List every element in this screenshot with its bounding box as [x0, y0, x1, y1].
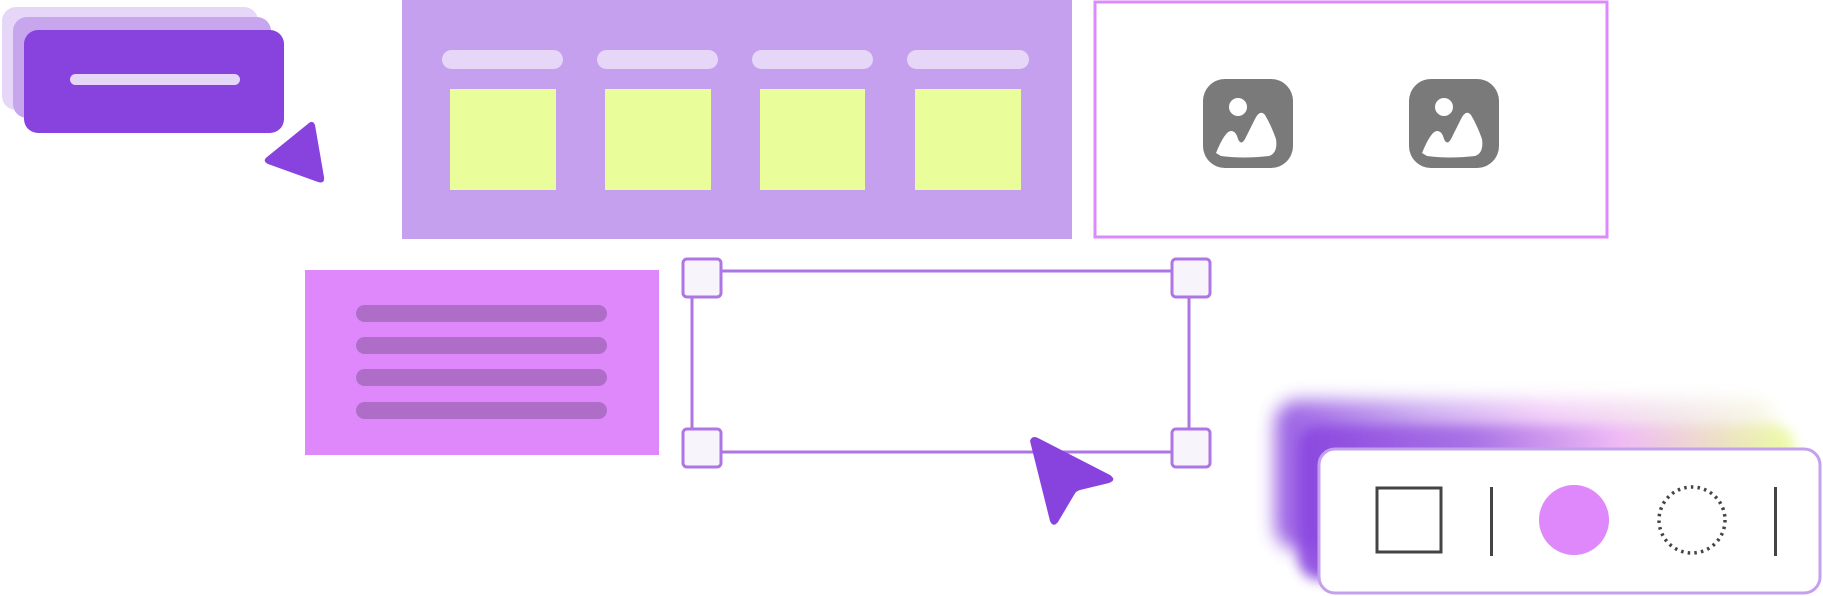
- selection-outline: [690, 269, 1191, 454]
- text-card-background: [305, 270, 659, 455]
- gallery-panel: [402, 0, 1072, 239]
- image-icon[interactable]: [1203, 79, 1293, 168]
- image-icon[interactable]: [1409, 79, 1499, 168]
- resize-handle-top-left[interactable]: [681, 257, 723, 299]
- gallery-caption-bar: [597, 50, 718, 69]
- gallery-tile[interactable]: [450, 89, 556, 190]
- square-tool-icon[interactable]: [1375, 486, 1443, 554]
- text-card: [305, 270, 659, 455]
- cursor-arrow-icon[interactable]: [1030, 437, 1114, 525]
- divider-icon: [1490, 487, 1493, 556]
- resize-handle-bottom-right[interactable]: [1170, 427, 1212, 469]
- gallery-tile[interactable]: [605, 89, 711, 190]
- gallery-caption-bar: [907, 50, 1029, 69]
- gallery-tile[interactable]: [760, 89, 865, 190]
- filled-circle-tool-icon[interactable]: [1539, 485, 1609, 555]
- resize-handle-bottom-left[interactable]: [681, 427, 723, 469]
- speech-bubble-stack: [2, 7, 284, 133]
- cursor-top-shape: [264, 121, 325, 183]
- toolbar: [1317, 447, 1822, 595]
- divider-icon: [1774, 487, 1777, 556]
- selection-box[interactable]: [681, 257, 1212, 469]
- gallery-tile[interactable]: [915, 89, 1021, 190]
- image-frame-border: [1093, 0, 1609, 239]
- dotted-circle-tool-icon[interactable]: [1657, 485, 1727, 555]
- text-line: [356, 305, 607, 322]
- resize-handle-top-right[interactable]: [1170, 257, 1212, 299]
- gallery-caption-bar: [442, 50, 563, 69]
- text-line: [356, 402, 607, 419]
- bubble-text-line: [70, 74, 240, 85]
- text-line: [356, 369, 607, 386]
- text-line: [356, 337, 607, 354]
- image-frame: [1093, 0, 1609, 239]
- gallery-caption-bar: [752, 50, 873, 69]
